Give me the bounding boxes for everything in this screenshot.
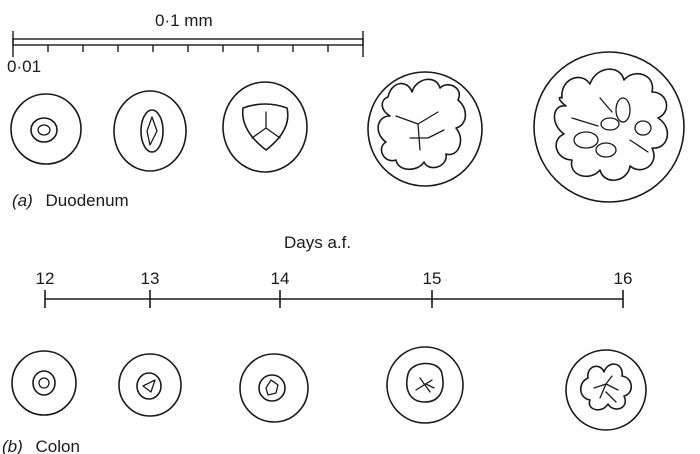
duodenum-section-day12 bbox=[11, 94, 81, 164]
duodenum-section-day13 bbox=[114, 91, 186, 171]
panel-a-name: Duodenum bbox=[46, 191, 129, 210]
timeline-label-day-14: 14 bbox=[271, 269, 290, 288]
duodenum-section-day16 bbox=[534, 52, 684, 202]
colon-section-day13 bbox=[119, 354, 181, 416]
colon-section-day16 bbox=[566, 350, 646, 430]
timeline-ticks: 12 13 14 15 16 bbox=[36, 269, 633, 308]
timeline-label-day-12: 12 bbox=[36, 269, 55, 288]
panel-a-caption: (a) Duodenum bbox=[12, 191, 129, 210]
timeline: Days a.f. 12 13 14 15 16 bbox=[36, 233, 633, 308]
colon-section-day15 bbox=[387, 347, 463, 423]
duodenum-section-day15 bbox=[368, 72, 482, 186]
scale-bar-rule bbox=[13, 39, 363, 45]
scale-bar-minor-label: 0·01 bbox=[7, 57, 41, 76]
panel-b-letter: (b) bbox=[2, 437, 23, 454]
scale-bar-major-label: 0·1 mm bbox=[155, 11, 213, 30]
panel-b-caption: (b) Colon bbox=[2, 437, 80, 454]
timeline-label-day-13: 13 bbox=[141, 269, 160, 288]
colon-section-day12 bbox=[12, 351, 76, 415]
scale-bar: 0·1 mm 0·01 bbox=[7, 11, 363, 76]
timeline-title: Days a.f. bbox=[284, 233, 351, 252]
timeline-label-day-15: 15 bbox=[423, 269, 442, 288]
panel-b-name: Colon bbox=[36, 437, 80, 454]
timeline-label-day-16: 16 bbox=[614, 269, 633, 288]
duodenum-section-day14 bbox=[223, 82, 307, 172]
colon-section-day14 bbox=[240, 354, 308, 422]
panel-a-letter: (a) bbox=[12, 191, 33, 210]
